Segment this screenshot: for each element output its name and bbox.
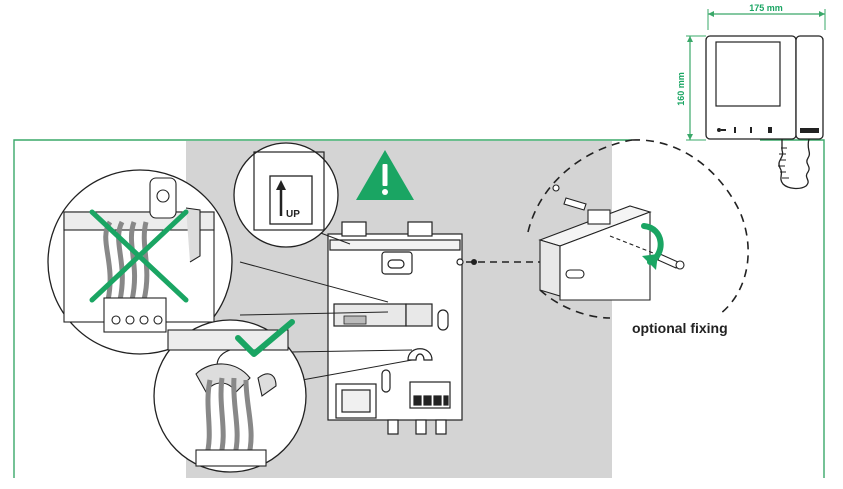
wrong-wiring-detail bbox=[47, 169, 233, 355]
product-dimension-drawing: 175 mm 160 mm bbox=[676, 3, 826, 190]
optional-fixing-detail-outline bbox=[527, 139, 749, 319]
correct-wiring-detail bbox=[153, 319, 307, 473]
up-label: UP bbox=[286, 209, 300, 220]
optional-fixing-detail bbox=[538, 184, 685, 301]
height-dimension-label: 160 mm bbox=[676, 72, 686, 106]
rotate-arrow-icon bbox=[641, 223, 664, 270]
detail-leader-lines bbox=[239, 231, 413, 381]
diagram-frame bbox=[13, 139, 825, 478]
check-mark-icon bbox=[235, 319, 295, 357]
warning-triangle-icon bbox=[356, 150, 414, 200]
up-orientation-detail: UP bbox=[233, 142, 339, 248]
optional-fixing-label: optional fixing bbox=[632, 320, 728, 336]
wall-bracket bbox=[327, 221, 464, 435]
cross-mark-icon bbox=[89, 209, 189, 303]
width-dimension-label: 175 mm bbox=[749, 3, 783, 13]
arrow-up-icon bbox=[276, 180, 286, 216]
